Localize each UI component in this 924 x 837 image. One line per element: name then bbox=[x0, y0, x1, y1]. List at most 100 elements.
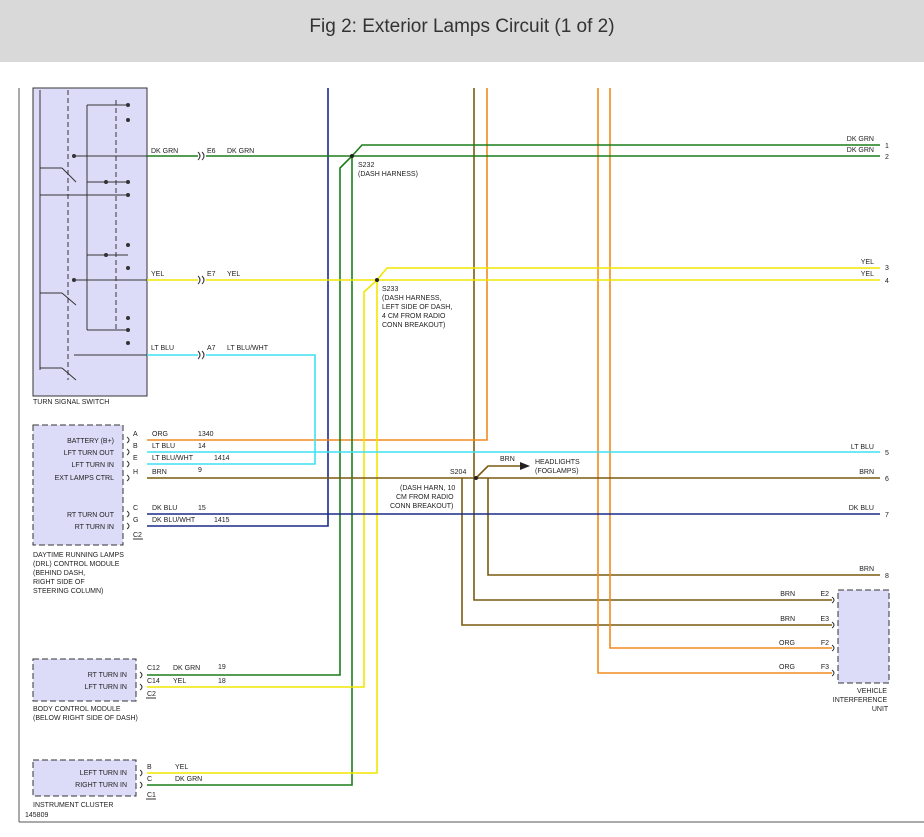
wire-label-dkgrn-2: DK GRN bbox=[227, 148, 254, 155]
drl-pin-g: G bbox=[133, 517, 138, 524]
splice-s233-desc-3: 4 CM FROM RADIO bbox=[382, 313, 446, 320]
body-control-module: RT TURN IN LFT TURN IN C12 C14 DK GRN YE… bbox=[32, 658, 226, 722]
cluster-pin-name-b: LEFT TURN IN bbox=[80, 770, 127, 777]
drl-circuit-g: 1415 bbox=[214, 517, 230, 524]
splice-s204-desc-3: CONN BREAKOUT) bbox=[390, 503, 453, 510]
cluster-wire-b: YEL bbox=[175, 764, 188, 771]
drl-circuit-e: 1414 bbox=[214, 455, 230, 462]
drl-wire-c: DK BLU bbox=[152, 505, 177, 512]
bcm-pin-name-c14: LFT TURN IN bbox=[84, 684, 127, 691]
viu-wire-e2: BRN bbox=[780, 591, 795, 598]
splice-s204-desc-2: CM FROM RADIO bbox=[396, 494, 454, 501]
drl-pin-b: B bbox=[133, 443, 138, 450]
viu-pin-e2: E2 bbox=[820, 591, 829, 598]
out-1-wire: DK GRN bbox=[847, 136, 874, 143]
drl-circuit-c: 15 bbox=[198, 505, 206, 512]
viu-pin-f3: F3 bbox=[821, 664, 829, 671]
out-4-wire: YEL bbox=[861, 271, 874, 278]
drl-circuit-b: 14 bbox=[198, 443, 206, 450]
wire-label-yel: YEL bbox=[151, 271, 164, 278]
wire-label-ltbluwht: LT BLU/WHT bbox=[227, 345, 269, 352]
bcm-circuit-c14: 18 bbox=[218, 678, 226, 685]
drl-pin-e: E bbox=[133, 455, 138, 462]
drl-label-1: DAYTIME RUNNING LAMPS bbox=[33, 552, 124, 559]
connector-e6-id: E6 bbox=[207, 148, 216, 155]
cluster-pin-name-c: RIGHT TURN IN bbox=[75, 782, 127, 789]
bcm-pin-c12: C12 bbox=[147, 665, 160, 672]
drl-pin-a: A bbox=[133, 431, 138, 438]
out-3-num: 3 bbox=[885, 265, 889, 272]
splice-s232-id: S232 bbox=[358, 162, 374, 169]
cluster-label: INSTRUMENT CLUSTER bbox=[33, 802, 113, 809]
out-4-num: 4 bbox=[885, 278, 889, 285]
drl-label-4: RIGHT SIDE OF bbox=[33, 579, 85, 586]
splice-s204-dot bbox=[474, 476, 478, 480]
out-5-wire: LT BLU bbox=[851, 444, 874, 451]
out-8-wire: BRN bbox=[859, 566, 874, 573]
drl-label-2: (DRL) CONTROL MODULE bbox=[33, 561, 120, 568]
drl-pin-name-b: LFT TURN OUT bbox=[64, 450, 115, 457]
drl-pin-c: C bbox=[133, 505, 138, 512]
figure-title: Fig 2: Exterior Lamps Circuit (1 of 2) bbox=[309, 16, 615, 37]
headlights-label-2: (FOGLAMPS) bbox=[535, 468, 579, 475]
viu-label-2: INTERFERENCE bbox=[833, 697, 888, 704]
splice-s204-desc-1: (DASH HARN, 10 bbox=[400, 485, 455, 492]
out-5-num: 5 bbox=[885, 450, 889, 457]
wire-label-ltblu: LT BLU bbox=[151, 345, 174, 352]
out-7-wire: DK BLU bbox=[849, 505, 874, 512]
drl-circuit-a: 1340 bbox=[198, 431, 214, 438]
drl-circuit-h: 9 bbox=[198, 467, 202, 474]
cluster-pin-c: C bbox=[147, 776, 152, 783]
drl-pin-name-e: LFT TURN IN bbox=[71, 462, 114, 469]
viu-wire-e3: BRN bbox=[780, 616, 795, 623]
drl-label-3: (BEHIND DASH, bbox=[33, 570, 85, 577]
out-7-num: 7 bbox=[885, 512, 889, 519]
turn-signal-switch-label: TURN SIGNAL SWITCH bbox=[33, 399, 109, 406]
out-8-num: 8 bbox=[885, 573, 889, 580]
bcm-pin-c14: C14 bbox=[147, 678, 160, 685]
splice-s204-id: S204 bbox=[450, 469, 466, 476]
out-6-num: 6 bbox=[885, 476, 889, 483]
splice-s232-desc: (DASH HARNESS) bbox=[358, 171, 418, 178]
viu-pin-f2: F2 bbox=[821, 640, 829, 647]
drl-wire-e: LT BLU/WHT bbox=[152, 455, 194, 462]
bcm-label-2: (BELOW RIGHT SIDE OF DASH) bbox=[33, 715, 138, 722]
drl-connector: C2 bbox=[133, 532, 142, 539]
turn-signal-switch: TURN SIGNAL SWITCH bbox=[32, 87, 148, 406]
viu-pin-e3: E3 bbox=[820, 616, 829, 623]
wire-label-dkgrn: DK GRN bbox=[151, 148, 178, 155]
drl-wire-h: BRN bbox=[152, 469, 167, 476]
cluster-pin-b: B bbox=[147, 764, 152, 771]
instrument-cluster: LEFT TURN IN RIGHT TURN IN B C YEL DK GR… bbox=[32, 759, 202, 809]
drl-wire-g: DK BLU/WHT bbox=[152, 517, 196, 524]
drl-wire-a: ORG bbox=[152, 431, 168, 438]
diagram-id: 145809 bbox=[25, 812, 48, 819]
splice-s233-desc-1: (DASH HARNESS, bbox=[382, 295, 442, 302]
out-6-wire: BRN bbox=[859, 469, 874, 476]
cluster-wire-c: DK GRN bbox=[175, 776, 202, 783]
drl-control-module: BATTERY (B+) LFT TURN OUT LFT TURN IN EX… bbox=[32, 424, 230, 595]
splice-s233-dot bbox=[375, 278, 379, 282]
out-2-wire: DK GRN bbox=[847, 147, 874, 154]
splice-s232-dot bbox=[350, 154, 354, 158]
viu-wire-f3: ORG bbox=[779, 664, 795, 671]
bcm-connector: C2 bbox=[147, 691, 156, 698]
figure-header: Fig 2: Exterior Lamps Circuit (1 of 2) bbox=[0, 0, 924, 62]
drl-pin-name-c: RT TURN OUT bbox=[67, 512, 115, 519]
drl-pin-h: H bbox=[133, 469, 138, 476]
out-3-wire: YEL bbox=[861, 259, 874, 266]
connector-e7-id: E7 bbox=[207, 271, 216, 278]
splice-s233-desc-2: LEFT SIDE OF DASH, bbox=[382, 304, 452, 311]
vehicle-interference-unit: BRN BRN ORG ORG E2 E3 F2 F3 VEHICLE INTE… bbox=[779, 589, 890, 713]
out-1-num: 1 bbox=[885, 143, 889, 150]
bcm-wire-c12: DK GRN bbox=[173, 665, 200, 672]
drl-wire-b: LT BLU bbox=[152, 443, 175, 450]
viu-wire-f2: ORG bbox=[779, 640, 795, 647]
viu-label-1: VEHICLE bbox=[857, 688, 887, 695]
drl-pin-name-g: RT TURN IN bbox=[75, 524, 114, 531]
bcm-label-1: BODY CONTROL MODULE bbox=[33, 706, 121, 713]
splice-s233-desc-4: CONN BREAKOUT) bbox=[382, 322, 445, 329]
cluster-connector: C1 bbox=[147, 792, 156, 799]
out-2-num: 2 bbox=[885, 154, 889, 161]
